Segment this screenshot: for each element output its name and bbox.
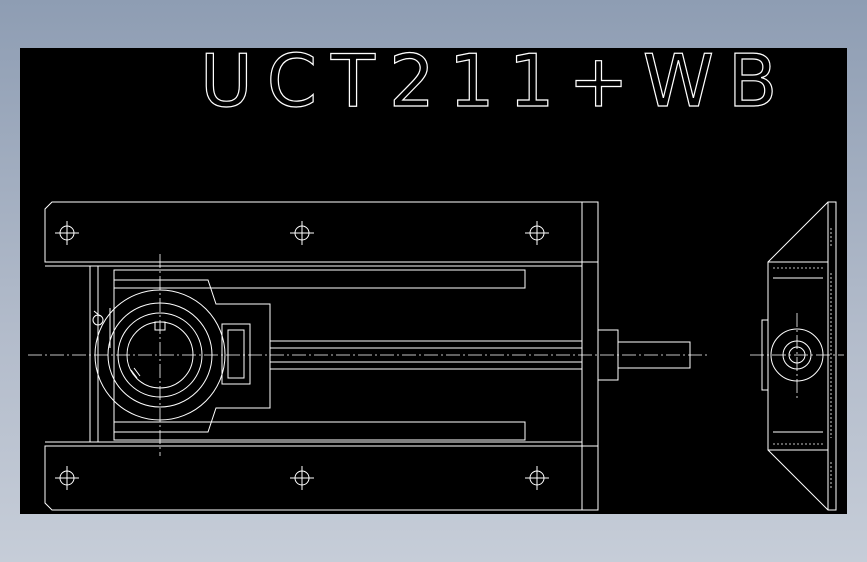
- lower-slide-rail: [113, 421, 526, 441]
- mounting-hole-top-left: [55, 221, 79, 245]
- mounting-hole-top-center: [290, 221, 314, 245]
- front-view: [28, 201, 710, 511]
- mounting-hole-bottom-left: [55, 466, 79, 490]
- cad-drawing-viewport[interactable]: UCT211+WB: [20, 48, 847, 514]
- mounting-hole-bottom-center: [290, 466, 314, 490]
- side-view: [750, 201, 844, 511]
- housing-slot: [221, 323, 251, 385]
- mounting-hole-bottom-right: [525, 466, 549, 490]
- mounting-hole-top-right: [525, 221, 549, 245]
- upper-slide-rail: [113, 269, 526, 289]
- bearing-housing: [113, 279, 271, 433]
- end-bracket: [581, 201, 599, 511]
- bottom-base-plate: [44, 445, 583, 511]
- top-base-plate: [44, 201, 583, 263]
- drawing-title: UCT211+WB: [200, 48, 791, 123]
- grease-fitting: [92, 314, 104, 326]
- side-bracket-outline: [767, 201, 837, 511]
